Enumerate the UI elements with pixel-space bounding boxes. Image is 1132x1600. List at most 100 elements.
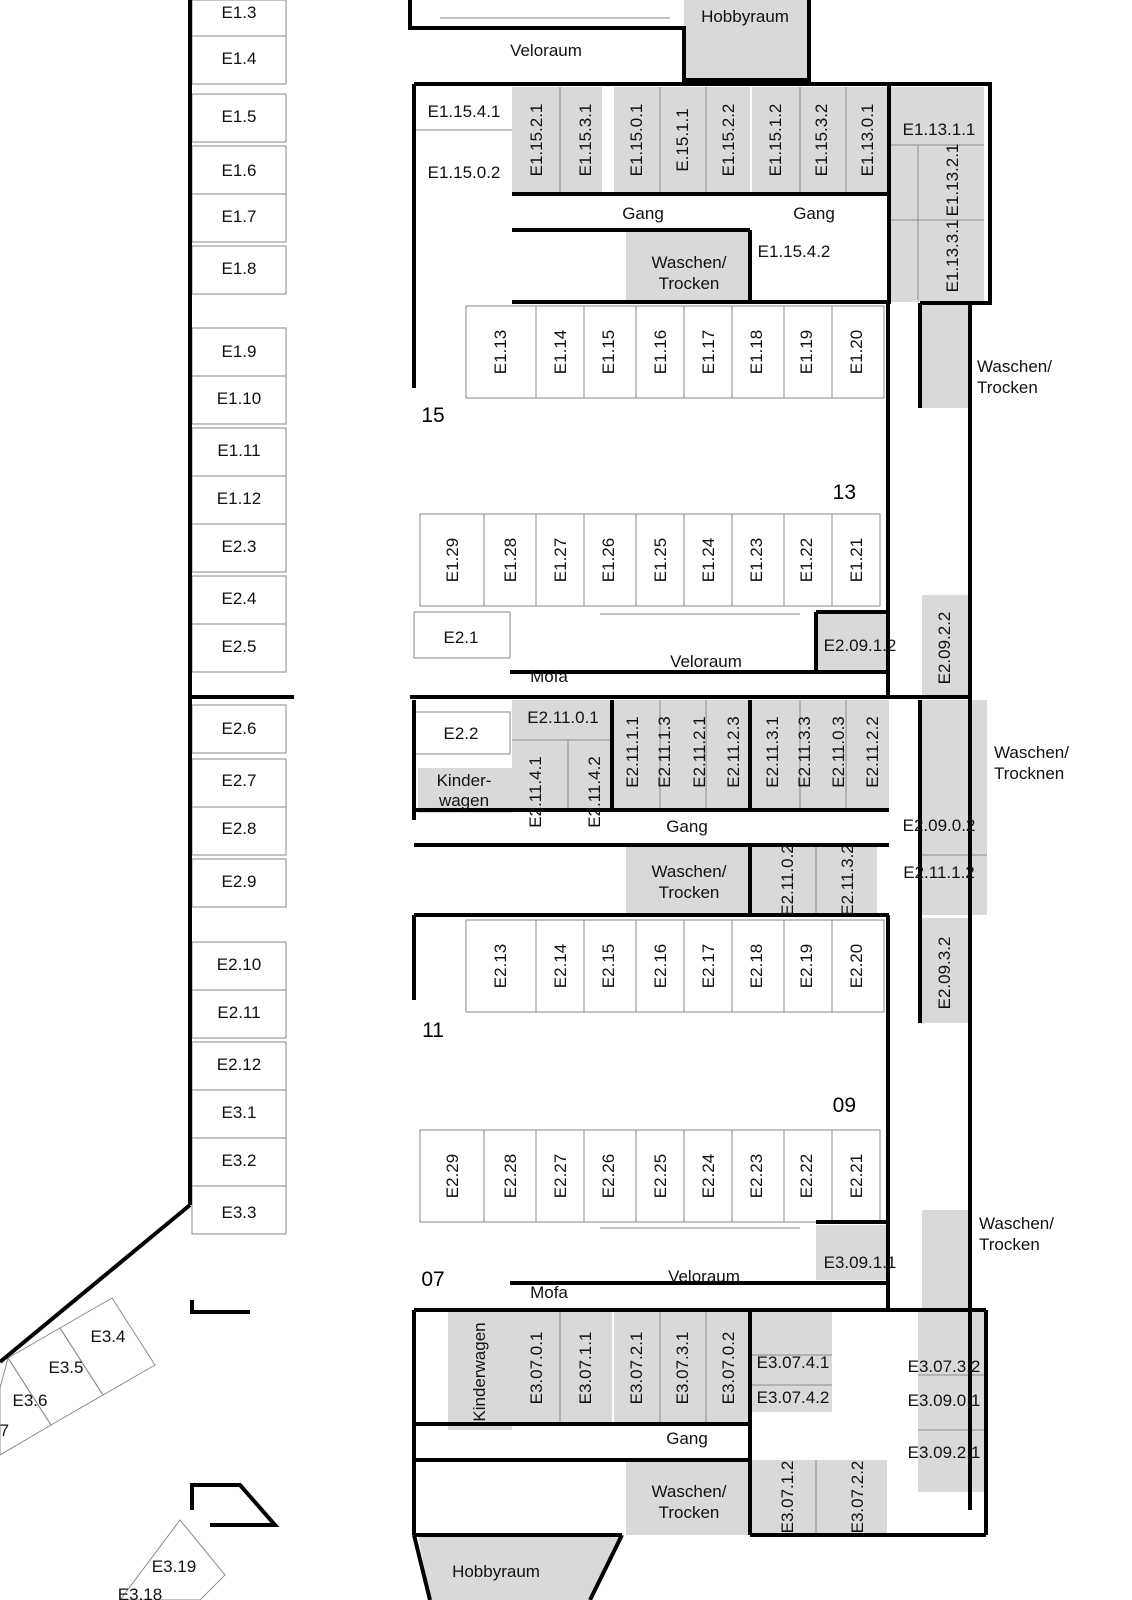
parking-space-label: E3.6 <box>13 1391 48 1410</box>
room-name-label: Waschen/ <box>994 743 1069 762</box>
entrance-number: 15 <box>421 404 444 427</box>
room-name-label: Veloraum <box>668 1267 740 1286</box>
parking-space-label: E2.17 <box>699 944 718 988</box>
parking-space-label: E3.18 <box>118 1585 162 1600</box>
cellar-label: E1.15.0.2 <box>428 163 501 182</box>
parking-space-label: E2.12 <box>217 1055 261 1074</box>
room-name-label: Kinder- <box>437 771 492 790</box>
cellar-label: E1.13.2.1 <box>943 144 962 217</box>
parking-space-label: E1.29 <box>443 538 462 582</box>
cellar-label: E.15.1.1 <box>673 108 692 171</box>
room-name-label: Trocken <box>659 1503 720 1522</box>
parking-space-label: E1.18 <box>747 330 766 374</box>
room-name-label: Veloraum <box>670 652 742 671</box>
parking-space-label: E2.9 <box>222 872 257 891</box>
cellar-label: E1.13.0.1 <box>858 104 877 177</box>
entrance-number: 11 <box>422 1019 444 1042</box>
parking-space-label: E2.24 <box>699 1154 718 1198</box>
parking-space-label: E1.12 <box>217 489 261 508</box>
room-name-label: Hobbyraum <box>701 7 789 26</box>
parking-space-label: E2.20 <box>847 944 866 988</box>
room-fills <box>418 0 987 1600</box>
parking-space-label: E1.28 <box>501 538 520 582</box>
walls <box>0 0 992 1600</box>
parking-space-label: E2.14 <box>551 944 570 988</box>
parking-space-label: E2.7 <box>222 771 257 790</box>
parking-space-label: E1.16 <box>651 330 670 374</box>
parking-space-label: E2.21 <box>847 1154 866 1198</box>
cellar-label: E3.07.0.2 <box>719 1332 738 1405</box>
parking-space-label: E2.1 <box>444 628 479 647</box>
parking-space-label: E3.2 <box>222 1151 257 1170</box>
parking-space-label: E1.7 <box>222 207 257 226</box>
cellar-label: E2.11.0.2 <box>778 844 797 916</box>
parking-space-label: E2.13 <box>491 944 510 988</box>
cellar-label: E2.11.2.1 <box>690 716 709 788</box>
cellar-label: E2.11.4.1 <box>526 756 545 828</box>
room-name-label: Mofa <box>530 667 568 686</box>
room-name-label: Gang <box>666 1429 708 1448</box>
parking-space-label: E2.25 <box>651 1154 670 1198</box>
cellar-label: E3.09.1.1 <box>824 1253 897 1272</box>
room-name-label: Waschen/ <box>977 357 1052 376</box>
cellar-label: E3.07.3.2 <box>908 1357 981 1376</box>
parking-space-label: E2.10 <box>217 955 261 974</box>
parking-space-label: E1.26 <box>599 538 618 582</box>
cellar-label: E2.11.4.2 <box>585 756 604 828</box>
entrance-number: 09 <box>833 1094 856 1117</box>
room-name-label: Gang <box>793 204 835 223</box>
room-name-label: Gang <box>622 204 664 223</box>
parking-space-label: E2.27 <box>551 1154 570 1198</box>
room-name-label: Kinderwagen <box>470 1322 489 1421</box>
parking-space-label: E1.10 <box>217 389 261 408</box>
cellar-label: E1.15.1.2 <box>766 104 785 177</box>
cellar-label: E2.11.0.1 <box>527 708 599 727</box>
parking-space-label: E3.19 <box>152 1557 196 1576</box>
parking-space-label: E1.5 <box>222 107 257 126</box>
cellar-label: E1.13.1.1 <box>903 120 976 139</box>
parking-space-label: E2.26 <box>599 1154 618 1198</box>
parking-space-label: E2.15 <box>599 944 618 988</box>
cellar-label: E1.15.4.1 <box>428 102 501 121</box>
cellar-label: E3.09.0.1 <box>908 1391 981 1410</box>
cellar-label: E3.07.4.1 <box>757 1353 830 1372</box>
cellar-label: E3.09.2.1 <box>908 1443 981 1462</box>
parking-space-label: E1.14 <box>551 330 570 374</box>
room-name-label: Waschen/ <box>652 253 727 272</box>
cellar-label: E2.11.2.3 <box>724 716 743 788</box>
room-name-label: Trocken <box>977 378 1038 397</box>
cellar-label: E2.09.2.2 <box>935 612 954 685</box>
room-name-label: Mofa <box>530 1283 568 1302</box>
parking-space-label: E2.8 <box>222 819 257 838</box>
parking-space-label: E1.9 <box>222 342 257 361</box>
cellar-label: E3.07.0.1 <box>527 1332 546 1405</box>
room-name-label: Hobbyraum <box>452 1562 540 1581</box>
cellar-label: E3.07.1.2 <box>778 1461 797 1534</box>
cellar-label: E2.11.2.2 <box>863 716 882 788</box>
parking-space-label: E2.2 <box>444 724 479 743</box>
room-name-label: Waschen/ <box>979 1214 1054 1233</box>
parking-space-label: E3.5 <box>49 1358 84 1377</box>
parking-space-label: E1.6 <box>222 161 257 180</box>
parking-space-label: E1.11 <box>217 441 260 460</box>
parking-space-label: E1.23 <box>747 538 766 582</box>
parking-space-label: .7 <box>0 1421 9 1440</box>
parking-space-label: E2.11 <box>217 1003 260 1022</box>
parking-space-label: E2.16 <box>651 944 670 988</box>
room-name-label: Trocken <box>659 883 720 902</box>
cellar-label: E2.11.3.3 <box>795 716 814 788</box>
cellar-label: E2.09.3.2 <box>935 937 954 1010</box>
parking-space-label: E1.19 <box>797 330 816 374</box>
parking-space-label: E2.3 <box>222 537 257 556</box>
cellar-label: E2.11.1.3 <box>655 716 674 788</box>
cellar-label: E3.07.4.2 <box>757 1388 830 1407</box>
parking-space-label: E3.3 <box>222 1203 257 1222</box>
cellar-label: E2.11.3.2 <box>838 844 857 916</box>
room-name-label: Gang <box>666 817 708 836</box>
room-name-label: Trocken <box>659 274 720 293</box>
parking-space-label: E1.20 <box>847 330 866 374</box>
parking-space-label: E1.15 <box>599 330 618 374</box>
entrance-number: 07 <box>421 1268 444 1291</box>
parking-space-label: E1.17 <box>699 330 718 374</box>
